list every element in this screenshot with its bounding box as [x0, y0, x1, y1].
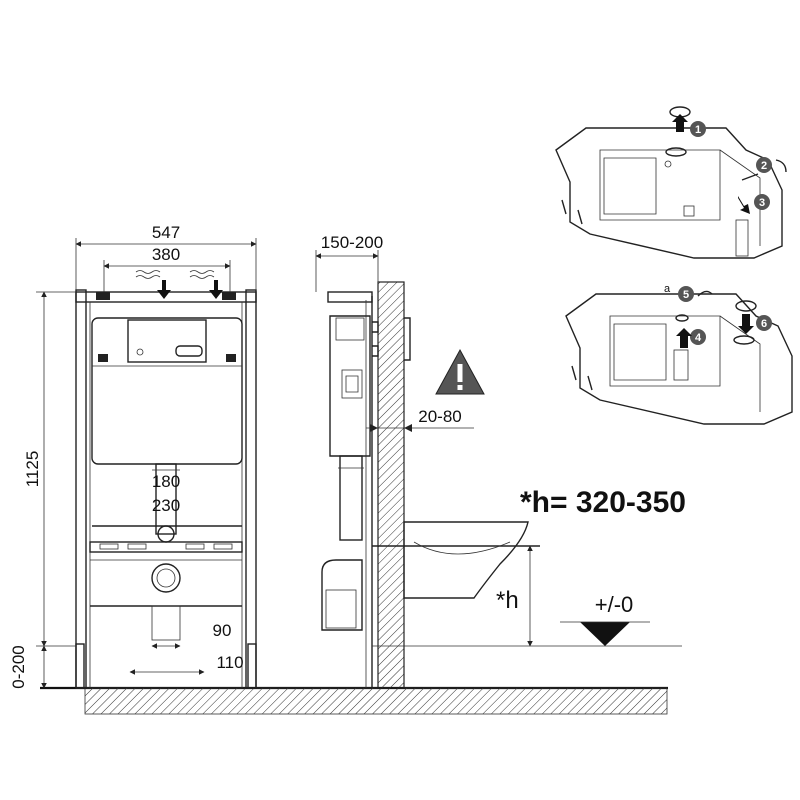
h-label: *h	[496, 587, 519, 614]
side-frame	[321, 281, 411, 689]
side-dimensions: 150-200 20-80	[315, 233, 485, 432]
wall-gap-20-80-label: 20-80	[418, 407, 461, 426]
dim-90-label: 90	[213, 621, 232, 640]
dim-180-label: 180	[152, 472, 180, 491]
width-547-label: 547	[152, 223, 180, 242]
h-formula-label: *h= 320-350	[520, 486, 686, 519]
step-1-label: 1	[695, 124, 701, 136]
h-dimension: *h= 320-350 *h +/-0	[372, 486, 686, 647]
cistern-top-illustration: 1 2 3	[555, 106, 787, 259]
height-1125-label: 1125	[23, 451, 42, 488]
front-dimensions: 547 380 1125 0-200 180 230 90 110	[9, 223, 257, 689]
warning-icon	[435, 348, 485, 395]
width-380-label: 380	[152, 245, 180, 264]
floor-level-label: +/-0	[595, 592, 634, 617]
floor	[40, 686, 668, 715]
step-4-label: 4	[695, 332, 702, 344]
front-frame	[75, 289, 257, 689]
label-a: a	[664, 283, 671, 295]
adjust-0-200-label: 0-200	[9, 645, 28, 688]
dim-230-label: 230	[152, 496, 180, 515]
step-5-label: 5	[683, 289, 689, 301]
step-2-label: 2	[761, 160, 767, 172]
depth-150-200-label: 150-200	[321, 233, 383, 252]
step-3-label: 3	[759, 197, 765, 209]
toilet-bowl	[372, 521, 540, 599]
step-6-label: 6	[761, 318, 767, 330]
dim-110-label: 110	[216, 653, 243, 672]
cistern-bottom-illustration: a 5 4 6	[565, 283, 793, 425]
